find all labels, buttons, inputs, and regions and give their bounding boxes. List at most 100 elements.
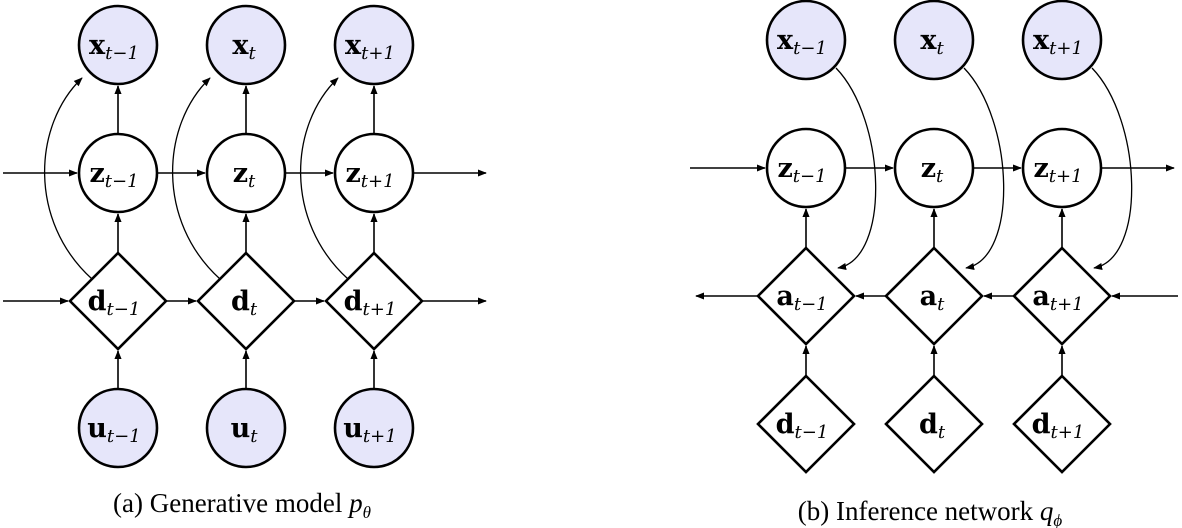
node-symbol: a bbox=[1032, 281, 1050, 312]
edge-d-x-curve bbox=[43, 77, 93, 280]
edge-x-a-curve bbox=[835, 67, 877, 271]
circle-node-shape bbox=[205, 387, 287, 469]
node-symbol: x bbox=[777, 25, 794, 56]
node-subscript: t+1 bbox=[363, 426, 397, 447]
node-u-t: ut bbox=[205, 387, 287, 469]
circle-node-shape bbox=[1021, 0, 1103, 81]
node-z-t: zt bbox=[205, 132, 287, 214]
node-symbol: z bbox=[89, 158, 104, 189]
node-a-t: at bbox=[884, 246, 984, 346]
caption-symbol: q bbox=[1040, 496, 1054, 526]
node-symbol: z bbox=[777, 153, 792, 184]
circle-node-shape bbox=[765, 127, 847, 209]
node-subscript: t+1 bbox=[361, 171, 395, 192]
node-label: dt bbox=[231, 286, 258, 320]
node-subscript: t bbox=[248, 43, 256, 64]
diamond-node-shape bbox=[884, 246, 984, 346]
node-subscript: t−1 bbox=[105, 171, 139, 192]
circle-node-shape bbox=[765, 0, 847, 81]
node-d-t−1: dt−1 bbox=[756, 374, 856, 474]
caption-generative-model: (a) Generative model pθ bbox=[113, 488, 371, 522]
node-symbol: u bbox=[343, 413, 363, 444]
node-label: ut+1 bbox=[343, 413, 396, 447]
node-x-t−1: xt−1 bbox=[77, 4, 159, 86]
node-x-t+1: xt+1 bbox=[333, 4, 415, 86]
edge-d-x-curve bbox=[171, 77, 221, 280]
node-subscript: t−1 bbox=[107, 426, 141, 447]
node-d-t: dt bbox=[884, 374, 984, 474]
caption-inference-network: (b) Inference network qϕ bbox=[798, 496, 1063, 528]
node-label: xt+1 bbox=[345, 30, 395, 64]
node-subscript: t−1 bbox=[107, 299, 141, 320]
node-x-t: xt bbox=[205, 4, 287, 86]
node-symbol: x bbox=[232, 30, 249, 61]
node-subscript: t+1 bbox=[1051, 422, 1085, 443]
node-subscript: t−1 bbox=[795, 422, 829, 443]
node-label: zt−1 bbox=[89, 158, 138, 192]
circle-node-shape bbox=[77, 387, 159, 469]
node-subscript: t+1 bbox=[361, 43, 395, 64]
node-symbol: x bbox=[920, 25, 937, 56]
node-label: at+1 bbox=[1032, 281, 1083, 315]
node-symbol: d bbox=[776, 409, 795, 440]
node-z-t: zt bbox=[893, 127, 975, 209]
node-x-t: xt bbox=[893, 0, 975, 81]
node-label: zt bbox=[233, 158, 256, 192]
node-subscript: t bbox=[936, 166, 944, 187]
edge-x-a-curve bbox=[1091, 67, 1133, 271]
diamond-node-shape bbox=[196, 251, 296, 351]
node-label: xt+1 bbox=[1033, 25, 1083, 59]
circle-node-shape bbox=[205, 132, 287, 214]
node-subscript: t+1 bbox=[1049, 166, 1083, 187]
node-symbol: d bbox=[231, 286, 250, 317]
node-x-t−1: xt−1 bbox=[765, 0, 847, 81]
node-symbol: u bbox=[231, 413, 251, 444]
caption-subscript: θ bbox=[363, 503, 371, 522]
node-label: ut bbox=[231, 413, 259, 447]
node-subscript: t−1 bbox=[793, 38, 827, 59]
circle-node-shape bbox=[333, 387, 415, 469]
node-symbol: x bbox=[1033, 25, 1050, 56]
circle-node-shape bbox=[333, 4, 415, 86]
node-subscript: t−1 bbox=[105, 43, 139, 64]
circle-node-shape bbox=[77, 4, 159, 86]
circle-node-shape bbox=[205, 4, 287, 86]
node-symbol: z bbox=[1033, 153, 1048, 184]
node-label: zt+1 bbox=[345, 158, 394, 192]
node-label: dt−1 bbox=[776, 409, 829, 443]
diamond-node-shape bbox=[68, 251, 168, 351]
node-symbol: d bbox=[919, 409, 938, 440]
node-a-t+1: at+1 bbox=[1012, 246, 1112, 346]
node-symbol: a bbox=[776, 281, 794, 312]
node-label: xt−1 bbox=[777, 25, 827, 59]
diamond-node-shape bbox=[884, 374, 984, 474]
node-d-t: dt bbox=[196, 251, 296, 351]
node-label: at−1 bbox=[776, 281, 827, 315]
node-label: xt−1 bbox=[89, 30, 139, 64]
node-symbol: z bbox=[921, 153, 936, 184]
node-symbol: d bbox=[1032, 409, 1051, 440]
node-symbol: d bbox=[344, 286, 363, 317]
circle-node-shape bbox=[1021, 127, 1103, 209]
edge-x-a-curve bbox=[963, 67, 1005, 271]
node-x-t+1: xt+1 bbox=[1021, 0, 1103, 81]
circle-node-shape bbox=[893, 127, 975, 209]
node-u-t−1: ut−1 bbox=[77, 387, 159, 469]
node-z-t+1: zt+1 bbox=[1021, 127, 1103, 209]
edge-d-x-curve bbox=[299, 77, 349, 280]
node-d-t+1: dt+1 bbox=[324, 251, 424, 351]
node-subscript: t bbox=[936, 38, 944, 59]
node-subscript: t bbox=[937, 294, 945, 315]
node-subscript: t bbox=[250, 426, 258, 447]
node-subscript: t+1 bbox=[1050, 294, 1084, 315]
node-label: dt+1 bbox=[1032, 409, 1085, 443]
node-subscript: t−1 bbox=[794, 294, 828, 315]
caption-text: (b) Inference network bbox=[798, 496, 1040, 526]
caption-text: (a) Generative model bbox=[113, 488, 349, 518]
node-symbol: x bbox=[345, 30, 362, 61]
node-z-t−1: zt−1 bbox=[77, 132, 159, 214]
node-subscript: t+1 bbox=[1049, 38, 1083, 59]
circle-node-shape bbox=[333, 132, 415, 214]
node-label: xt bbox=[232, 30, 256, 64]
